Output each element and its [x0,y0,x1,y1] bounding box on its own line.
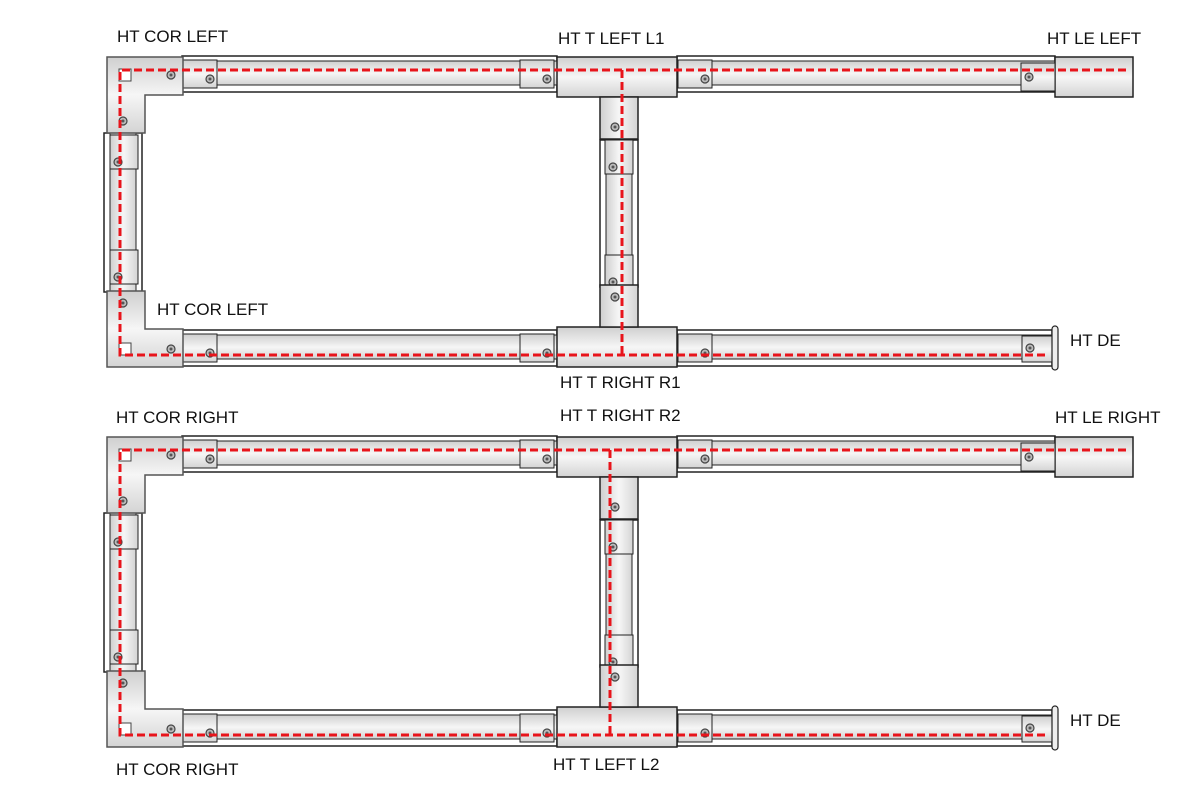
screw-center [121,499,125,503]
screw-center [613,675,617,679]
label-t-top-1: HT T LEFT L1 [558,29,665,48]
dead-end-cap [1051,705,1059,751]
label-t-bottom-1: HT T RIGHT R1 [560,373,681,392]
tee-bar [556,56,678,98]
coupler [677,59,713,89]
screw-center [1027,75,1031,79]
screw-center [121,119,125,123]
rail-profile [181,60,558,86]
track-diagram-right-configuration [103,435,1134,751]
screw-center [169,73,173,77]
tee-stem [599,96,639,140]
label-live-end-2: HT LE RIGHT [1055,408,1161,427]
coupler [1020,442,1056,472]
screw-center [613,505,617,509]
coupler [677,439,713,469]
live-end-feed [1054,436,1134,478]
coupler [677,713,713,743]
screw-center [611,660,615,664]
screw-center [169,453,173,457]
corner-connector [106,436,184,514]
label-corner-bottom-2: HT COR RIGHT [116,760,239,779]
tee-stem [599,284,639,328]
live-end-feed [1054,56,1134,98]
rail-profile [676,60,1056,86]
rail-profile [181,440,558,466]
screw-center [611,165,615,169]
coupler [604,254,634,290]
coupler [519,713,555,743]
track-diagram-left-configuration [103,55,1134,371]
screw-center [208,457,212,461]
wiring-path-dashed [118,68,1126,357]
screw-center [1028,346,1032,350]
screw-center [121,301,125,305]
screw-center [613,295,617,299]
screw-center [121,681,125,685]
label-t-top-2: HT T RIGHT R2 [560,406,681,425]
coupler [677,333,713,363]
screw-center [169,347,173,351]
wiring-path-dashed [118,448,1126,737]
label-dead-end-1: HT DE [1070,331,1121,350]
tee-bar [556,326,678,368]
coupler [519,59,555,89]
coupler [182,439,218,469]
label-corner-top-2: HT COR RIGHT [116,408,239,427]
label-dead-end-2: HT DE [1070,711,1121,730]
screw-center [208,77,212,81]
coupler [182,59,218,89]
label-t-bottom-2: HT T LEFT L2 [553,755,660,774]
screw-center [703,457,707,461]
tee-bar [556,436,678,478]
label-live-end-1: HT LE LEFT [1047,29,1142,48]
screw-center [545,77,549,81]
coupler [182,713,218,743]
tee-stem [599,476,639,520]
screw-center [1028,726,1032,730]
screw-center [703,77,707,81]
tee-bar [556,706,678,748]
rail-profile [676,440,1056,466]
dead-end-cap [1051,325,1059,371]
coupler [519,333,555,363]
screw-center [613,125,617,129]
screw-center [611,545,615,549]
screw-center [611,280,615,284]
label-corner-bottom-1: HT COR LEFT [157,300,269,319]
coupler [519,439,555,469]
screw-center [545,457,549,461]
corner-connector [106,56,184,134]
label-corner-top-1: HT COR LEFT [117,27,229,46]
screw-center [1027,455,1031,459]
coupler [182,333,218,363]
screw-center [169,727,173,731]
tee-stem [599,664,639,708]
